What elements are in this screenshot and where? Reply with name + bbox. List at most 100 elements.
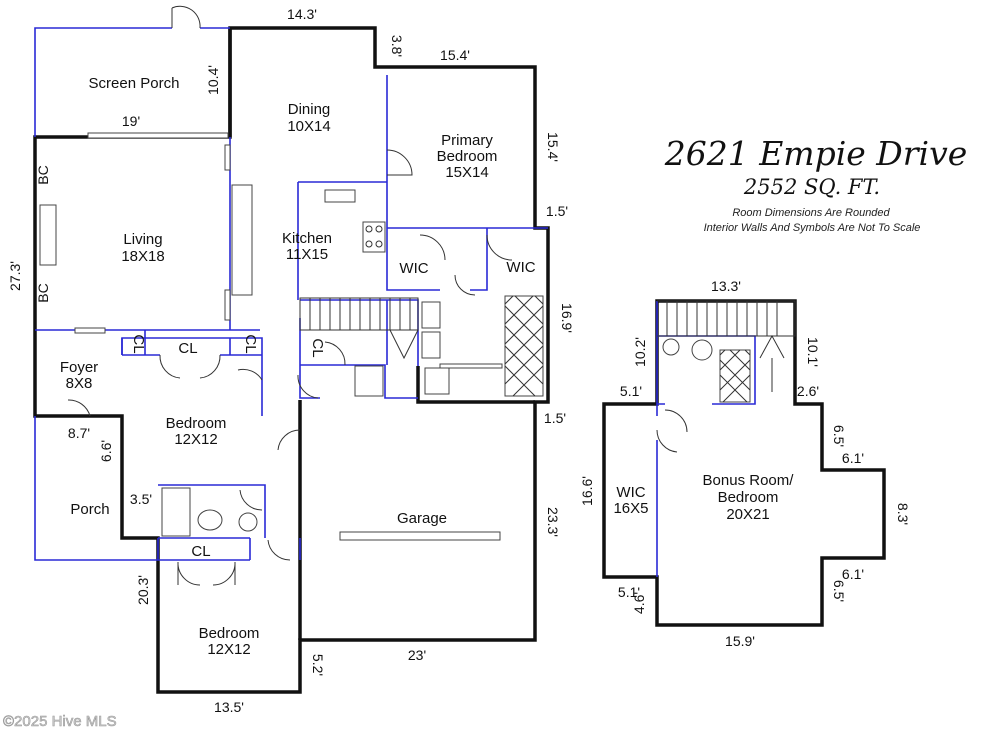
toilet xyxy=(691,339,713,361)
dimensions-main: 14.3' 3.8' 15.4' 10.4' 19' 15.4' 1.5' 27… xyxy=(7,6,575,715)
dim-left-side: 27.3' xyxy=(7,261,23,291)
label-foyer: Foyer xyxy=(60,359,98,376)
dim-screen-porch-depth: 10.4' xyxy=(205,65,221,95)
door-swing xyxy=(67,399,91,417)
dim-bonus-notch-top: 6.5' xyxy=(831,425,847,447)
bonus-interior-walls xyxy=(656,301,756,577)
dim-top-primary: 15.4' xyxy=(440,47,470,63)
dim-bonus-jog-low-height: 4.6' xyxy=(631,592,647,614)
burner xyxy=(365,225,373,233)
label-closet-bath: CL xyxy=(191,543,210,560)
kitchen-island xyxy=(231,184,253,296)
bonus-floor xyxy=(602,299,886,627)
dim-foyer-width: 8.7' xyxy=(68,425,90,441)
toilet xyxy=(197,509,223,531)
label-closet-kitchen: CL xyxy=(309,338,326,357)
vanity-sink xyxy=(421,301,441,329)
label-closet-foyer: CL xyxy=(130,334,147,353)
label-primary: Primary xyxy=(441,132,493,149)
room-labels-bonus: Bonus Room/ Bedroom 20X21 WIC 16X5 xyxy=(613,472,794,523)
dim-bedroom-wing: 20.3' xyxy=(135,575,151,605)
shower-tile-bonus xyxy=(719,349,751,403)
label-dining: Dining xyxy=(288,101,331,118)
label-bonus-bedroom: Bedroom xyxy=(718,489,779,506)
dim-bonus-top: 13.3' xyxy=(711,278,741,294)
label-closet-hall: CL xyxy=(178,340,197,357)
dim-foyer-depth: 6.6' xyxy=(98,440,114,462)
door-swing xyxy=(419,234,446,261)
garage-door xyxy=(339,531,501,541)
toilet xyxy=(424,367,450,395)
shower-tile xyxy=(504,295,544,397)
kitchen-sink xyxy=(324,189,356,203)
label-wic-bonus: WIC xyxy=(616,484,645,501)
dim-primary-side: 15.4' xyxy=(545,132,561,162)
window xyxy=(74,327,106,334)
label-kitchen: Kitchen xyxy=(282,230,332,247)
bath-rail xyxy=(439,363,503,369)
header: 2621 Empie Drive 2552 SQ. FT. Room Dimen… xyxy=(664,134,968,234)
exterior-wall-bonus xyxy=(602,299,886,627)
label-bonus: Bonus Room/ xyxy=(703,472,795,489)
dim-bedroom-width: 13.5' xyxy=(214,699,244,715)
label-closet-hall-2: CL xyxy=(242,334,259,353)
dim-top-dining: 14.3' xyxy=(287,6,317,22)
address-title: 2621 Empie Drive xyxy=(664,134,968,173)
label-primary-bedroom: Bedroom xyxy=(437,148,498,165)
dim-bonus-bottom: 15.9' xyxy=(725,633,755,649)
door-swing xyxy=(239,489,263,511)
door-swing xyxy=(177,561,236,586)
note-scale: Interior Walls And Symbols Are Not To Sc… xyxy=(704,222,921,234)
door-swing xyxy=(324,341,346,366)
dim-bonus-left: 16.6' xyxy=(579,476,595,506)
label-dining-size: 10X14 xyxy=(287,118,330,135)
label-screen-porch: Screen Porch xyxy=(89,75,180,92)
label-bonus-size: 20X21 xyxy=(726,506,769,523)
fireplace xyxy=(39,204,57,266)
dim-jog-low: 1.5' xyxy=(544,410,566,426)
label-bedroom-1-size: 12X12 xyxy=(174,431,217,448)
dim-bedroom-jog: 5.2' xyxy=(310,654,326,676)
label-porch: Porch xyxy=(70,501,109,518)
dim-bonus-bath-left: 10.2' xyxy=(632,337,648,367)
label-wic-b: WIC xyxy=(506,259,535,276)
door-swing xyxy=(454,274,476,296)
label-foyer-size: 8X8 xyxy=(66,375,93,392)
bathtub xyxy=(161,487,191,537)
vanity-sink xyxy=(421,331,441,359)
square-footage: 2552 SQ. FT. xyxy=(743,175,880,199)
dim-garage-width: 23' xyxy=(408,647,426,663)
door-swing xyxy=(267,539,291,561)
main-floor xyxy=(33,5,550,694)
porch-outline xyxy=(34,416,159,561)
burner xyxy=(375,240,383,248)
label-wic-bonus-size: 16X5 xyxy=(613,500,648,517)
dim-porch-jog: 3.5' xyxy=(130,491,152,507)
dimensions-bonus: 13.3' 10.2' 10.1' 5.1' 2.6' 6.5' 6.1' 16… xyxy=(579,278,911,649)
burner xyxy=(375,225,383,233)
label-kitchen-size: 11X15 xyxy=(286,246,328,263)
window xyxy=(224,144,231,171)
room-labels-main: Screen Porch Dining 10X14 Primary Bedroo… xyxy=(35,75,536,658)
dim-jog-top: 1.5' xyxy=(546,203,568,219)
door-swing xyxy=(277,429,301,451)
burner xyxy=(365,240,373,248)
label-bookcase-bottom: BC xyxy=(35,283,51,302)
dim-bonus-jog-right: 2.6' xyxy=(797,383,819,399)
door-swing xyxy=(297,374,319,399)
label-bedroom-2-size: 12X12 xyxy=(207,641,250,658)
sink xyxy=(662,338,680,356)
note-dimensions: Room Dimensions Are Rounded xyxy=(732,207,890,219)
stairs-bonus xyxy=(657,300,796,392)
dim-garage-side: 23.3' xyxy=(545,507,561,537)
label-wic-a: WIC xyxy=(399,260,428,277)
dim-bonus-bump-side: 8.3' xyxy=(895,503,911,525)
dim-bath-side: 16.9' xyxy=(559,303,575,333)
dim-bonus-jog-low-left: 5.1' xyxy=(618,584,640,600)
label-primary-size: 15X14 xyxy=(445,164,488,181)
sliding-door xyxy=(87,132,229,139)
door-swing xyxy=(237,368,263,381)
garage-wall xyxy=(416,366,535,404)
dim-bonus-jog-top-left: 5.1' xyxy=(620,383,642,399)
